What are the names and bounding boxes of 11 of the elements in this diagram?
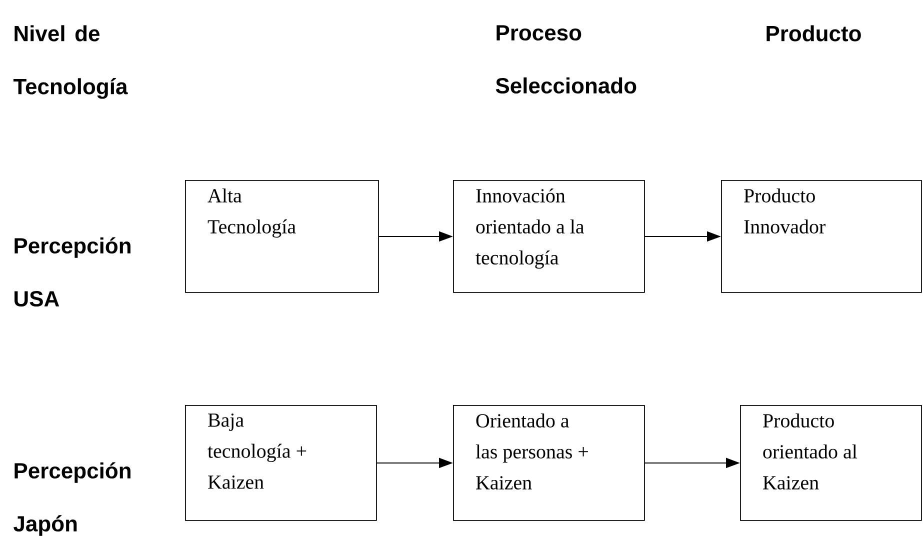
heading: Percepción USA — [14, 237, 130, 307]
process-box: Baja tecnología + Kaizen — [185, 405, 377, 521]
heading: Nivel de Tecnología — [13, 25, 128, 99]
heading: Proceso Seleccionado — [496, 25, 636, 94]
process-box: Producto Innovador — [721, 180, 922, 293]
process-box: Producto orientado al Kaizen — [740, 405, 922, 521]
heading: Producto — [766, 25, 861, 42]
heading: Percepción Japón — [14, 462, 130, 536]
process-box: Innovación orientado a la tecnología — [453, 180, 645, 293]
process-box: Alta Tecnología — [185, 180, 379, 293]
process-box: Orientado a las personas + Kaizen — [453, 405, 645, 521]
